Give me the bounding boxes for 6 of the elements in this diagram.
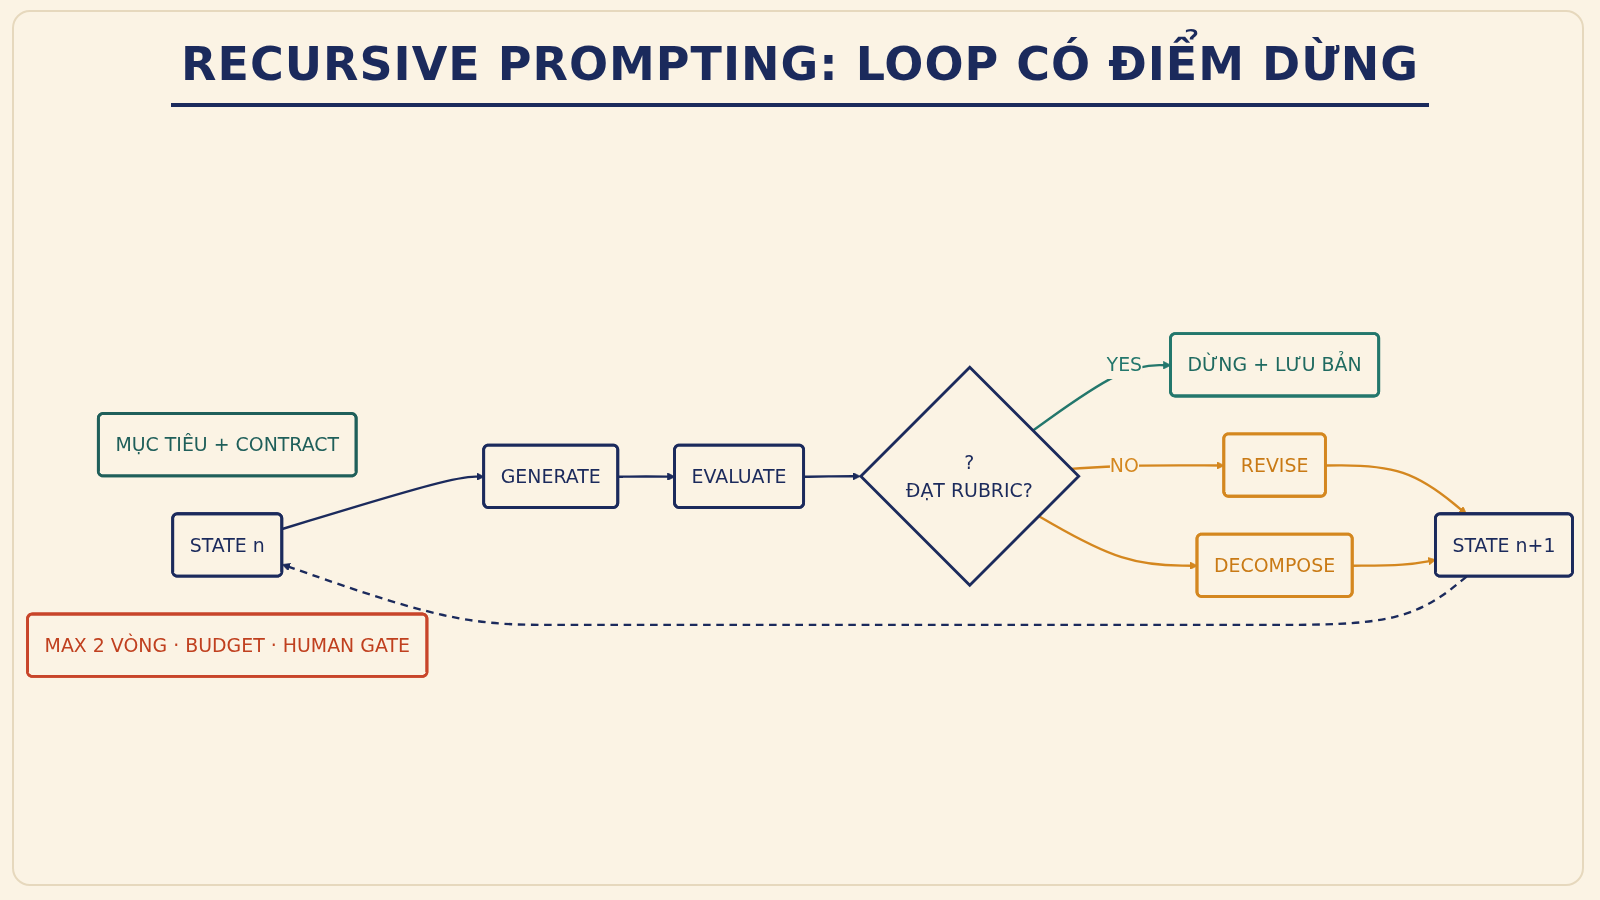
arrow	[804, 472, 861, 481]
edge-label: YES	[1106, 353, 1143, 377]
title: RECURSIVE PROMPTING: LOOP CÓ ĐIỂM DỪNG	[171, 24, 1429, 107]
node-diamond: ? ĐẠT RUBRIC?	[858, 365, 1081, 588]
edge-label: NO	[1109, 453, 1139, 477]
arrow	[281, 563, 1468, 627]
